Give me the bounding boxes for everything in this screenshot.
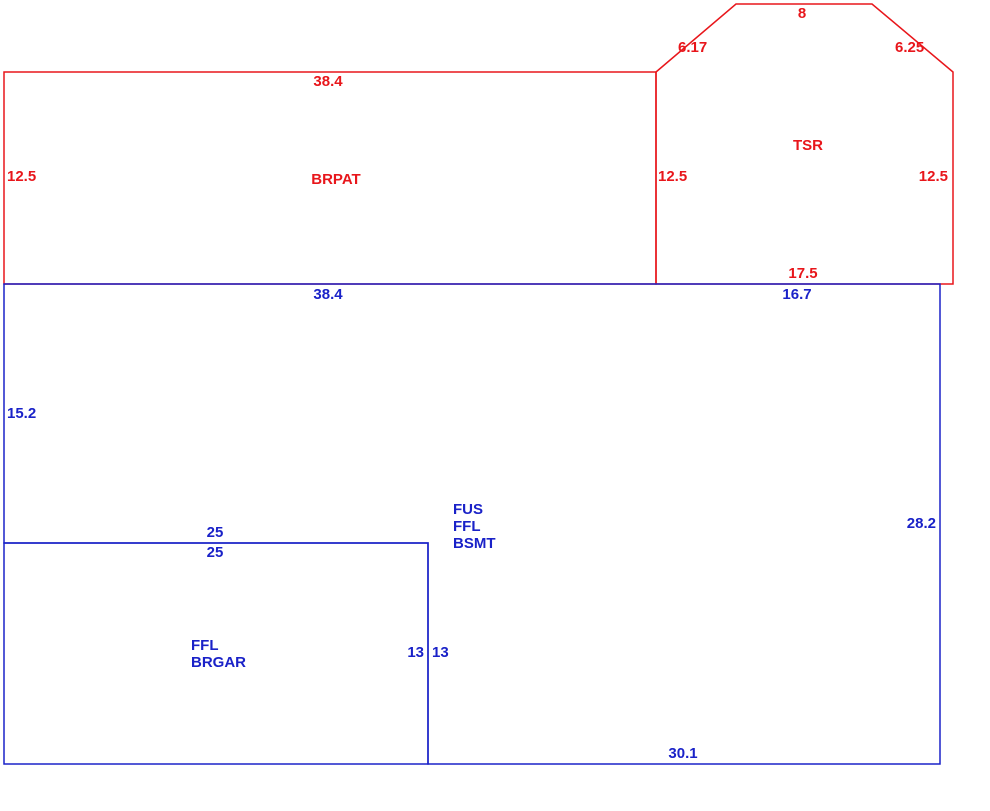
main-label-line-3: BSMT bbox=[453, 535, 496, 552]
garage-outline bbox=[3, 542, 429, 765]
garage-top-outer-dimension: 25 bbox=[207, 524, 224, 541]
tsr-left-dimension: 12.5 bbox=[658, 168, 687, 185]
brpat-area: BRPAT 38.4 12.5 bbox=[3, 71, 657, 285]
tsr-bottom-dimension: 17.5 bbox=[788, 265, 817, 282]
main-top-right-dimension: 16.7 bbox=[782, 286, 811, 303]
main-left-dimension: 15.2 bbox=[7, 405, 36, 422]
garage-label-line-1: FFL bbox=[191, 637, 219, 654]
main-top-left-dimension: 38.4 bbox=[313, 286, 343, 303]
main-bottom-dimension: 30.1 bbox=[668, 745, 697, 762]
brpat-label: BRPAT bbox=[311, 171, 360, 188]
main-label-line-1: FUS bbox=[453, 501, 483, 518]
tsr-top-right-dimension: 6.25 bbox=[895, 39, 924, 56]
tsr-right-dimension: 12.5 bbox=[919, 168, 948, 185]
brpat-top-dimension: 38.4 bbox=[313, 73, 343, 90]
garage-label-line-2: BRGAR bbox=[191, 654, 246, 671]
brpat-left-dimension: 12.5 bbox=[7, 168, 36, 185]
garage-right-dimension: 13 bbox=[407, 644, 424, 661]
tsr-top-dimension: 8 bbox=[798, 5, 806, 22]
garage-area: FFL BRGAR 25 25 13 bbox=[3, 524, 429, 765]
main-label-line-2: FFL bbox=[453, 518, 481, 535]
main-right-dimension: 28.2 bbox=[907, 515, 936, 532]
tsr-top-left-dimension: 6.17 bbox=[678, 39, 707, 56]
main-area: FUS FFL BSMT 38.4 16.7 15.2 28.2 30.1 13 bbox=[3, 283, 941, 765]
tsr-area: TSR 8 6.17 6.25 12.5 12.5 17.5 bbox=[655, 3, 954, 285]
tsr-label: TSR bbox=[793, 137, 823, 154]
main-inner-left-dimension: 13 bbox=[432, 644, 449, 661]
garage-top-inner-dimension: 25 bbox=[207, 544, 224, 561]
